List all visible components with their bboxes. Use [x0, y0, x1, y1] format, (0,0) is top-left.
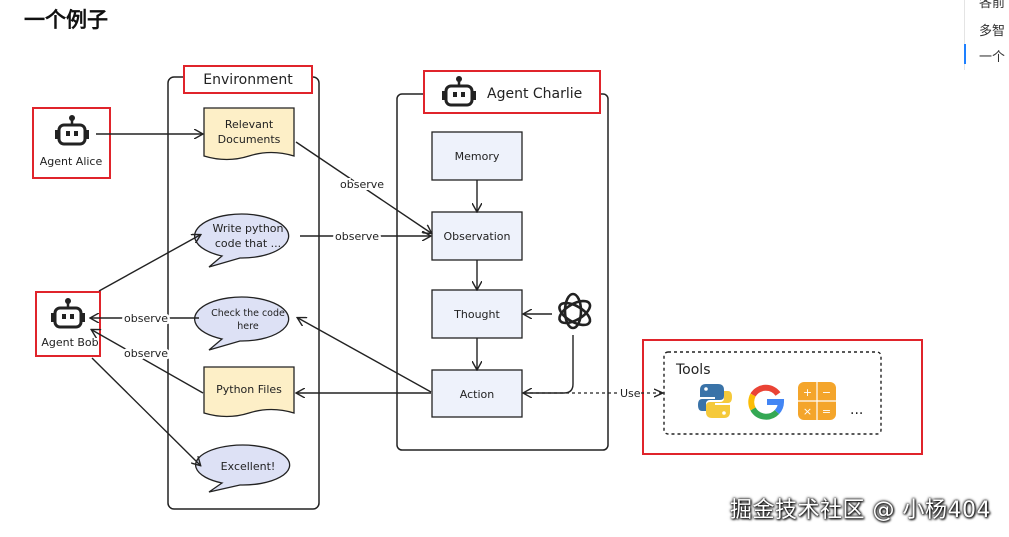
agent-bob-label: Agent Bob — [41, 336, 98, 349]
speech-bubble-excellent — [195, 444, 291, 493]
edge-label-observe: observe — [124, 312, 168, 325]
tools-more-ellipsis: ... — [850, 402, 863, 418]
python-icon — [698, 384, 732, 418]
tools-highlight-box — [642, 339, 923, 455]
bubble-check-line2: here — [237, 321, 259, 332]
observation-label: Observation — [444, 230, 511, 243]
edge-label-use: Use — [620, 387, 641, 400]
arrow-documents-observation — [295, 141, 431, 233]
arrow-action-check — [298, 318, 432, 393]
robot-icon — [55, 115, 89, 146]
arrow-bob-write — [98, 235, 200, 292]
python-files-label: Python Files — [216, 383, 282, 396]
edge-label-observe: observe — [340, 178, 384, 191]
toc-active-marker — [964, 44, 966, 64]
memory-label: Memory — [455, 150, 500, 163]
bubble-write-line1: Write python — [212, 222, 283, 235]
edge-label-observe: observe — [335, 230, 379, 243]
thought-label: Thought — [453, 308, 500, 321]
robot-icon — [51, 298, 85, 329]
bubble-excellent-label: Excellent! — [221, 460, 276, 473]
svg-text:×: × — [803, 405, 812, 418]
bubble-check-line1: Check the code — [211, 308, 285, 319]
relevant-documents-node — [203, 107, 295, 161]
speech-bubble-check-code — [194, 296, 290, 351]
arrow-bob-excellent — [91, 357, 200, 465]
memory-module — [431, 131, 523, 181]
page-title: 一个例子 — [24, 8, 108, 32]
robot-icon — [442, 76, 476, 107]
relevant-documents-line2: Documents — [218, 133, 281, 146]
svg-text:−: − — [822, 386, 831, 399]
openai-logo-icon — [558, 292, 592, 330]
action-module — [431, 369, 523, 418]
calculator-icon: + − × = — [798, 382, 836, 420]
relevant-documents-line1: Relevant — [225, 118, 274, 131]
edge-label-observe: observe — [124, 347, 168, 360]
environment-highlight-box — [183, 65, 313, 94]
google-icon — [748, 384, 785, 420]
bubble-write-line2: code that ... — [215, 237, 281, 250]
arrow-pyfiles-bob — [92, 330, 204, 394]
toc-item[interactable]: 各前 — [979, 0, 1006, 11]
python-files-node — [203, 366, 295, 418]
agent-alice-label: Agent Alice — [40, 155, 103, 168]
toc-sidebar: 各前 多智 一个 — [964, 0, 1009, 70]
action-label: Action — [460, 388, 494, 401]
toc-item[interactable]: 一个 — [979, 50, 1006, 65]
watermark: 掘金技术社区 @ 小杨404 — [730, 498, 991, 523]
tools-container — [663, 351, 882, 435]
environment-label: Environment — [203, 72, 293, 88]
svg-text:+: + — [803, 386, 812, 399]
agent-charlie-label: Agent Charlie — [487, 86, 582, 102]
svg-text:=: = — [822, 405, 831, 418]
toc-item[interactable]: 多智 — [979, 24, 1006, 39]
arrow-llm-action — [524, 335, 574, 393]
tools-title: Tools — [675, 362, 711, 378]
